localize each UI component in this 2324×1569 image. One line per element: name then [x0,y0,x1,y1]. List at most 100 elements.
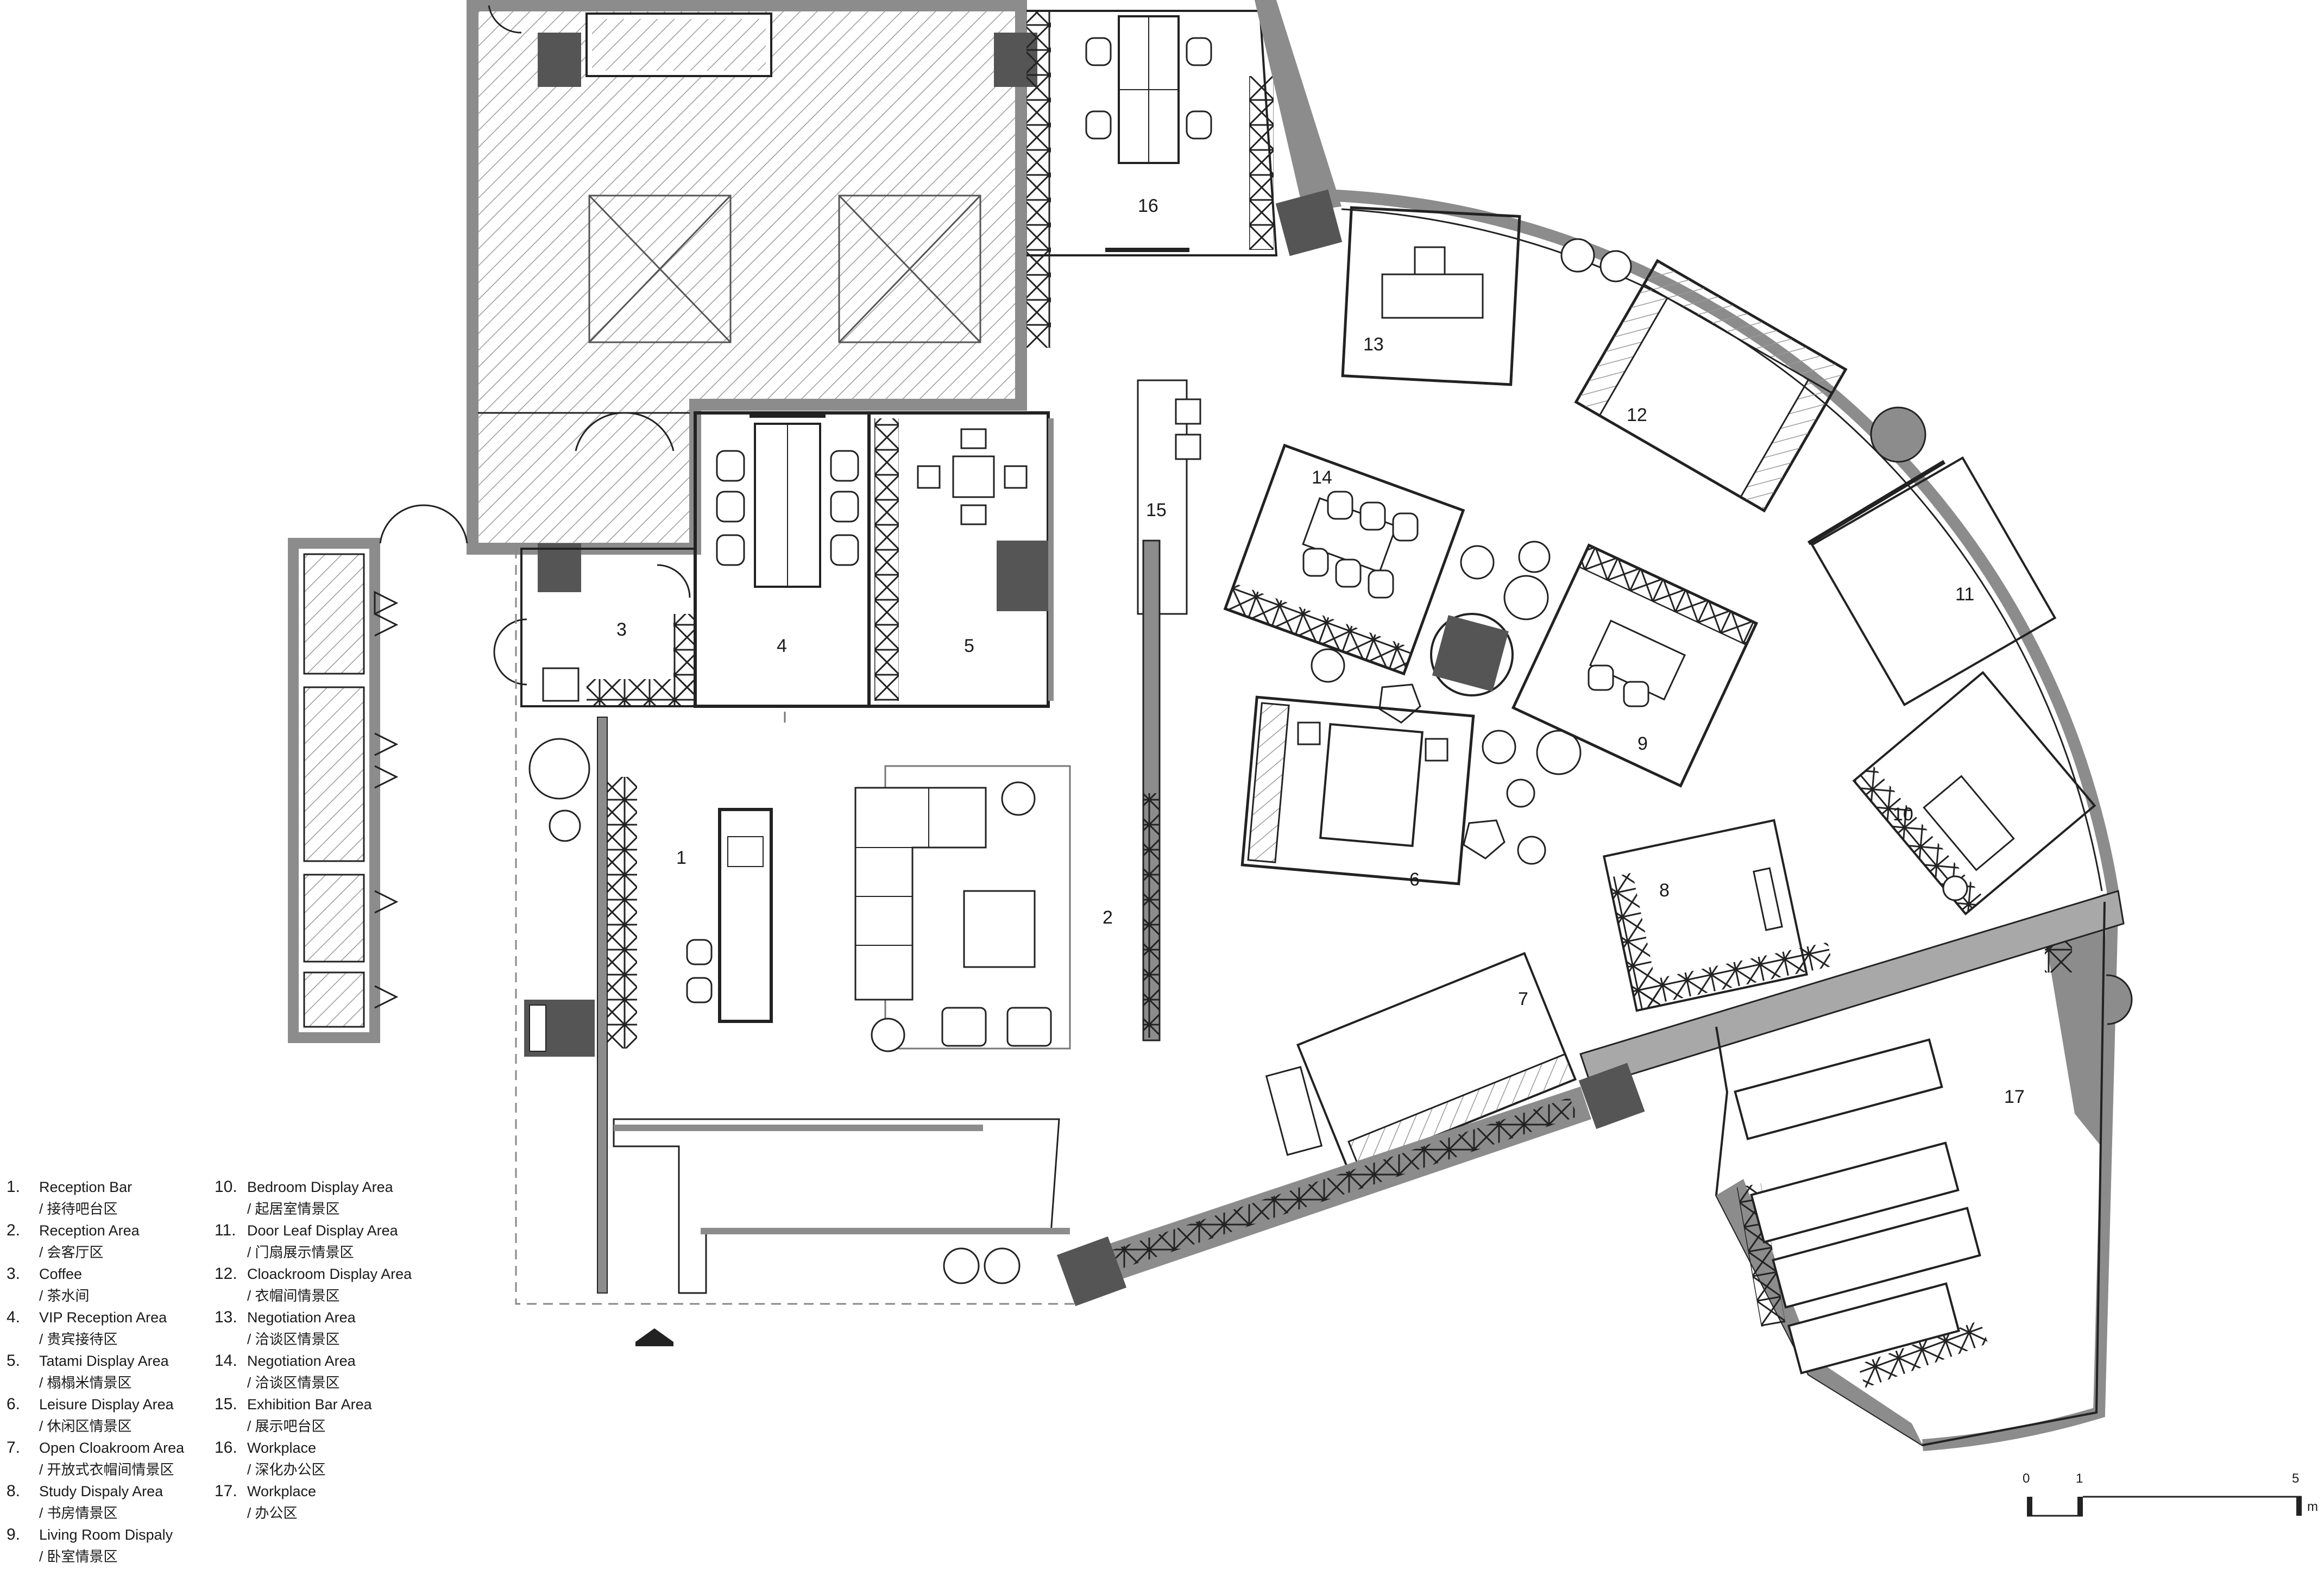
legend-cn: / 洽谈区情景区 [247,1375,340,1391]
room-label: 3 [616,619,627,640]
legend-en: Bedroom Display Area [247,1179,393,1195]
legend-item: 7. Open Cloakroom Area / 开放式衣帽间情景区 [7,1439,213,1482]
legend-num: 15. [215,1395,237,1413]
legend-num: 3. [7,1265,21,1283]
leisure-6 [1240,695,1475,886]
legend-item: 1.Reception Bar/ 接待吧台区 [7,1178,213,1221]
room-label: 4 [777,636,787,656]
legend-en: VIP Reception Area [39,1309,167,1326]
entrance-ramp [613,1118,1070,1346]
scale-tick-label: 1 [2076,1471,2083,1486]
negotiation-13 [1341,206,1632,386]
angled-wall-bottom [1056,890,2125,1307]
legend-item: 9. Living Room Dispaly / 卧室情景区 [7,1526,213,1569]
room-label: 5 [964,636,974,656]
vip-room [694,411,871,723]
study-8 [1602,819,1833,1012]
legend-num: 12. [215,1265,237,1283]
legend-item: 10. Bedroom Display Area / 起居室情景区 [215,1178,443,1221]
legend-item: 15. Exhibition Bar Area / 展示吧台区 [215,1395,443,1439]
legend-item: 6.Leisure Display Area/ 休闲区情景区 [7,1395,213,1439]
legend-cn: / 起居室情景区 [247,1201,340,1217]
legend-item: 12. Cloackroom Display Area / 衣帽间情景区 [215,1265,443,1308]
legend-num: 7. [7,1439,21,1457]
legend-cn: / 展示吧台区 [247,1418,326,1434]
legend-en: Negotiation Area [247,1353,356,1369]
legend-en: Door Leaf Display Area [247,1222,398,1239]
legend-en: Exhibition Bar Area [247,1396,372,1413]
legend-column-2: 10. Bedroom Display Area / 起居室情景区 11. Door … [215,1178,443,1526]
legend-cn: / 开放式衣帽间情景区 [39,1461,174,1478]
legend-item: 8. Study Dispaly Area / 书房情景区 [7,1482,213,1526]
legend-item: 2. Reception Area / 会客厅区 [7,1221,213,1265]
room-label: 7 [1518,989,1528,1009]
partition-walls [515,379,1201,1305]
legend-num: 11. [215,1221,236,1239]
legend-item: 14. Negotiation Area / 洽谈区情景区 [215,1352,443,1395]
legend-num: 6. [7,1395,21,1413]
legend-cn: / 衣帽间情景区 [247,1288,340,1304]
legend-en: Reception Area [39,1222,140,1239]
legend-num: 13. [215,1308,237,1326]
legend-num: 10. [215,1178,237,1196]
legend-cn: / 门扇展示情景区 [247,1244,354,1260]
legend-cn: / 榻榻米情景区 [39,1375,132,1391]
workplace-17 [1715,901,2106,1447]
legend-item: 5.Tatami Display Area/ 榻榻米情景区 [7,1352,213,1395]
room-label: 1 [676,848,687,868]
legend-cn: / 卧室情景区 [39,1548,118,1565]
scale-bar [2027,1496,2302,1517]
legend-cn: / 贵宾接待区 [39,1331,118,1347]
room-label: 17 [2004,1087,2025,1107]
room-label: 9 [1637,733,1648,754]
legend-en: Study Dispaly Area [39,1483,163,1499]
room-label: 13 [1363,334,1384,355]
central-column [1311,541,1582,865]
storage-hatched-block [467,0,1037,592]
legend-en: Workplace [247,1440,317,1456]
room-label: 2 [1103,907,1113,928]
negotiation-14 [1223,443,1465,676]
reception-lounge [854,765,1071,1052]
legend-en: Negotiation Area [247,1309,356,1326]
legend-cn: / 茶水间 [39,1288,90,1304]
room-label: 16 [1138,196,1158,216]
room-label: 11 [1955,584,1974,605]
legend-item: 3.Coffee/ 茶水间 [7,1265,213,1308]
room-label: 6 [1409,869,1420,890]
legend-en: Cloackroom Display Area [247,1266,412,1282]
legend-item: 11. Door Leaf Display Area / 门扇展示情景区 [215,1221,443,1265]
legend-num: 2. [7,1221,21,1239]
scale-tick-label: 0 [2023,1471,2030,1486]
scale-unit-label: m [2307,1499,2318,1514]
legend-num: 4. [7,1308,21,1326]
legend-en: Workplace [247,1483,317,1499]
left-storage-column [288,504,468,1043]
legend-item: 13.Negotiation Area/ 洽谈区情景区 [215,1308,443,1352]
legend-en: Open Cloakroom Area [39,1440,185,1456]
legend-cn: / 书房情景区 [39,1505,118,1521]
room-label: 15 [1146,500,1167,520]
legend-en: Living Room Dispaly [39,1527,173,1543]
legend-num: 8. [7,1482,21,1500]
legend-num: 1. [7,1178,21,1196]
legend-item: 16. Workplace / 深化办公区 [215,1439,443,1482]
open-cloakroom-7 [1265,952,1577,1172]
legend-num: 16. [215,1439,237,1457]
legend-num: 14. [215,1352,237,1370]
living-room-9 [1511,543,1759,788]
room-label: 8 [1659,880,1670,901]
room-label: 14 [1312,467,1332,488]
room-label: 12 [1627,405,1647,425]
workplace-16 [1026,0,1343,348]
legend-num: 5. [7,1352,21,1370]
room-label: 10 [1893,804,1913,825]
legend-cn: / 接待吧台区 [39,1201,118,1217]
tatami-room [867,411,1054,708]
legend-cn: / 会客厅区 [39,1244,104,1260]
legend-num: 9. [7,1526,21,1543]
legend-cn: / 办公区 [247,1505,298,1521]
legend-item: 17.Workplace/ 办公区 [215,1482,443,1526]
legend-cn: / 深化办公区 [247,1461,326,1478]
